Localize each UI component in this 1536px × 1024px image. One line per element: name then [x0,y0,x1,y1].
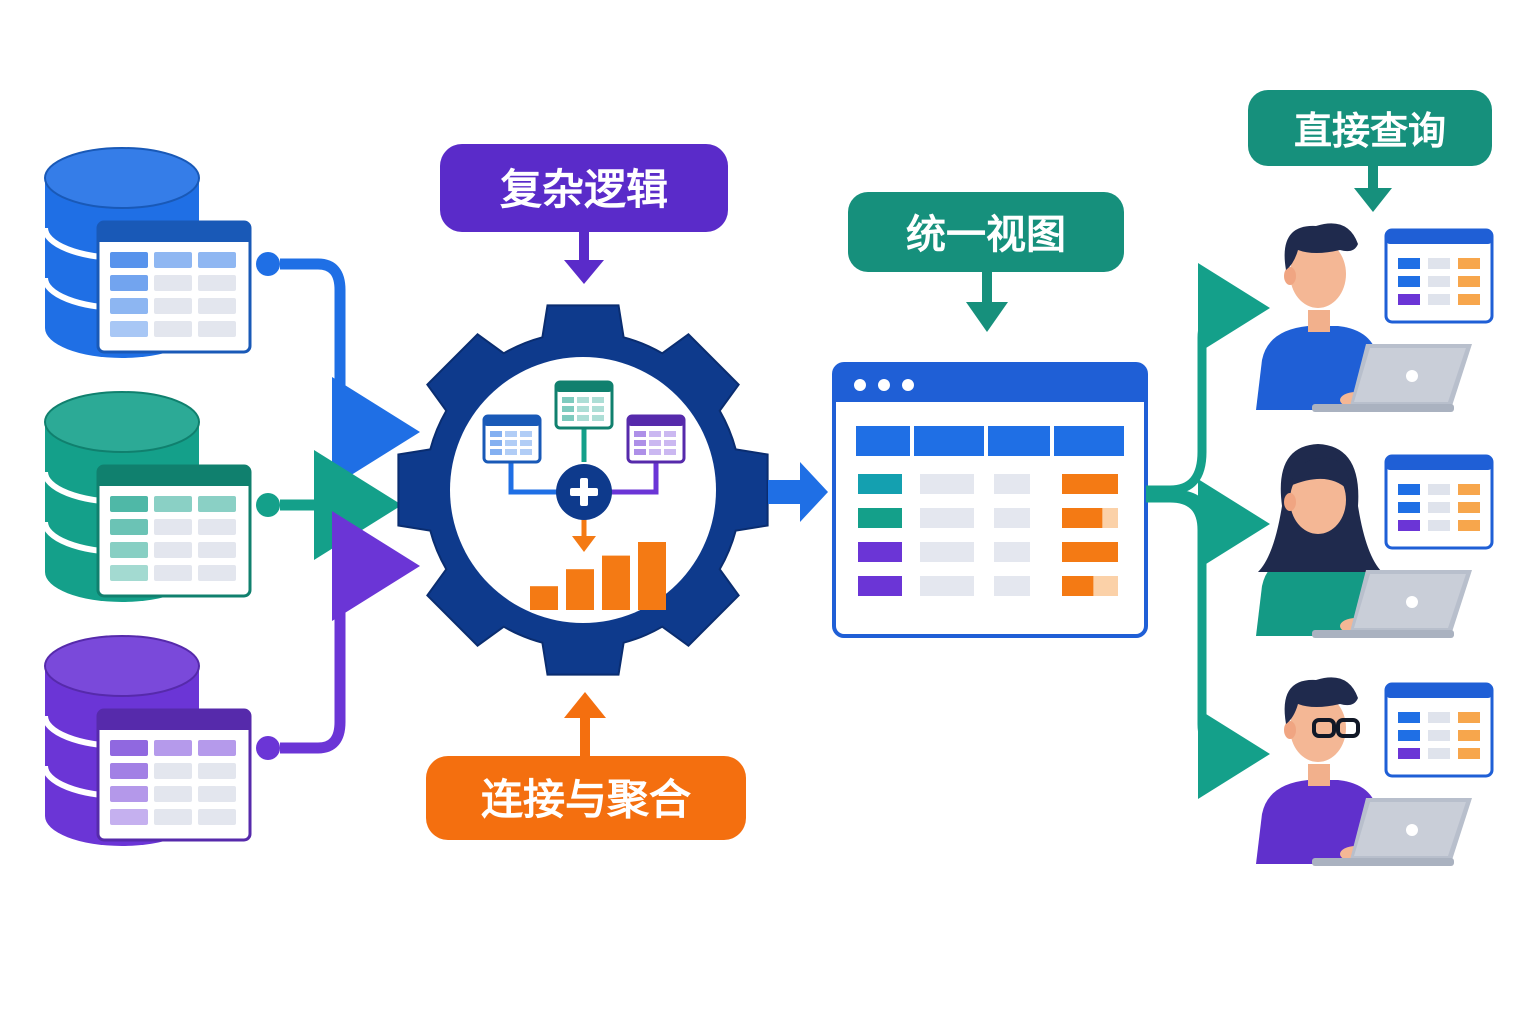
chart-bar [566,569,594,610]
glasses-icon [1312,718,1360,738]
unified-view-callout: 统一视图 [848,192,1124,332]
header-cell [914,426,984,456]
direct-query-label: 直接查询 [1294,109,1446,153]
laptop-icon [1312,344,1472,412]
teal-database [42,391,252,602]
user-1 [1256,223,1494,412]
chart-bar [602,555,630,610]
user-table-icon [1384,228,1494,324]
mini-table-blue [482,414,542,464]
purple-table-icon [96,708,252,842]
chart-bar [530,586,558,610]
mini-table-purple [626,414,686,464]
unified-view-label: 统一视图 [906,212,1066,258]
direct-query-callout: 直接查询 [1248,90,1492,212]
teal-table-icon [96,464,252,598]
person-avatar [1256,444,1382,636]
header-cell [988,426,1050,456]
output-arrow [768,462,828,522]
blue-table-icon [96,220,252,354]
user-connectors [1146,263,1270,799]
mini-table-teal [554,380,614,430]
bar-chart-icon [530,542,666,610]
join-aggregate-label: 连接与聚合 [481,775,691,824]
complex-logic-callout: 复杂逻辑 [440,144,728,284]
user-2 [1256,444,1494,638]
gear-inner-diagram [482,380,686,610]
user-table-icon [1384,454,1494,550]
laptop-icon [1312,570,1472,638]
person-avatar [1256,223,1380,410]
header-cell [1054,426,1124,456]
user-3 [1256,677,1494,866]
complex-logic-label: 复杂逻辑 [500,165,668,214]
laptop-icon [1312,798,1472,866]
join-aggregate-callout: 连接与聚合 [426,692,746,840]
blue-database [42,147,252,358]
chart-bar [638,542,666,610]
purple-database [42,635,252,846]
header-cell [856,426,910,456]
unified-view-window [832,362,1148,638]
source-connectors [256,252,420,760]
user-table-icon [1384,682,1494,778]
